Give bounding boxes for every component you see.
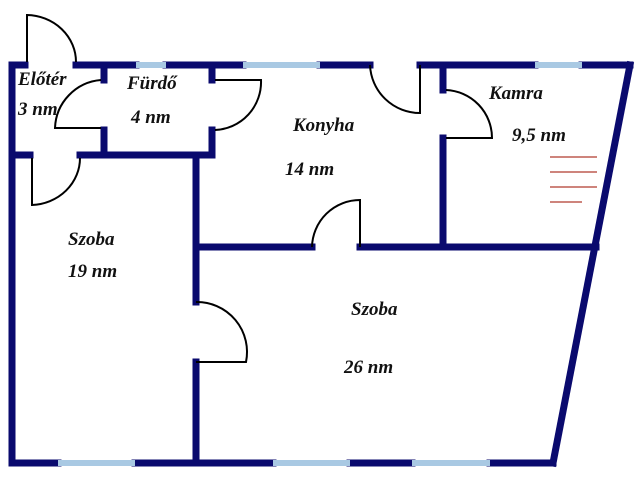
room-area-eloter: 3 nm	[18, 99, 58, 120]
room-name-kamra: Kamra	[489, 83, 543, 104]
room-area-szoba-1: 19 nm	[68, 261, 118, 282]
room-area-konyha: 14 nm	[285, 159, 335, 180]
room-area-szoba-2: 26 nm	[344, 357, 394, 378]
room-area-furdo: 4 nm	[131, 107, 171, 128]
windows	[58, 62, 582, 466]
room-name-furdo: Fürdő	[127, 73, 177, 94]
interior-walls	[8, 61, 600, 467]
doors	[26, 13, 494, 363]
outer-walls	[8, 60, 635, 468]
room-area-kamra: 9,5 nm	[512, 125, 566, 146]
room-name-konyha: Konyha	[293, 115, 355, 136]
room-name-eloter: Előtér	[18, 69, 67, 90]
stair-marks	[550, 156, 597, 203]
room-name-szoba-1: Szoba	[68, 229, 115, 250]
room-name-szoba-2: Szoba	[351, 299, 398, 320]
